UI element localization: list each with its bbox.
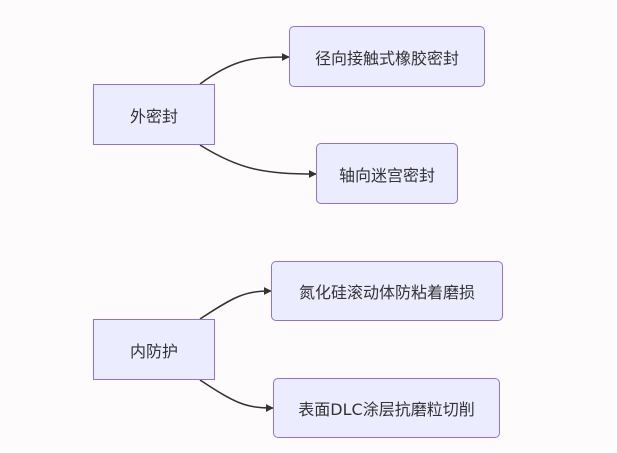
edge-inner-to-wear xyxy=(199,287,272,320)
node-outer-seal-label: 外密封 xyxy=(129,106,178,126)
edge-outer-to-axial xyxy=(199,144,317,178)
node-silicon-nitride-adhesive-wear: 氮化硅滚动体防粘着磨损 xyxy=(271,261,503,321)
node-dlc-label: 表面DLC涂层抗磨粒切削 xyxy=(298,400,475,419)
node-dlc-coating-abrasive-cutting: 表面DLC涂层抗磨粒切削 xyxy=(273,378,500,438)
node-radial-contact-rubber-seal: 径向接触式橡胶密封 xyxy=(289,26,485,87)
edge-outer-to-radial xyxy=(199,53,290,85)
edge-inner-to-dlc xyxy=(199,379,274,412)
node-axial-seal-label: 轴向迷宫密封 xyxy=(338,165,435,185)
node-outer-seal: 外密封 xyxy=(93,84,215,145)
node-inner-protection: 内防护 xyxy=(93,319,215,380)
node-wear-label: 氮化硅滚动体防粘着磨损 xyxy=(298,283,475,302)
node-inner-protection-label: 内防护 xyxy=(129,341,178,361)
node-axial-labyrinth-seal: 轴向迷宫密封 xyxy=(316,143,458,204)
node-radial-seal-label: 径向接触式橡胶密封 xyxy=(314,48,459,68)
